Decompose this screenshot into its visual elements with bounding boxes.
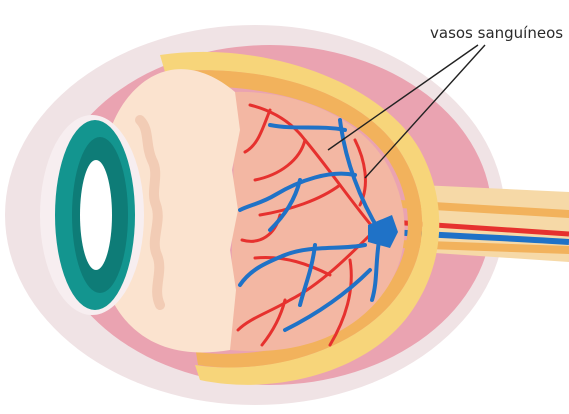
iris-cornea [40,115,144,315]
blood-vessels-label: vasos sanguíneos [430,24,563,42]
pupil-opening [80,160,112,270]
